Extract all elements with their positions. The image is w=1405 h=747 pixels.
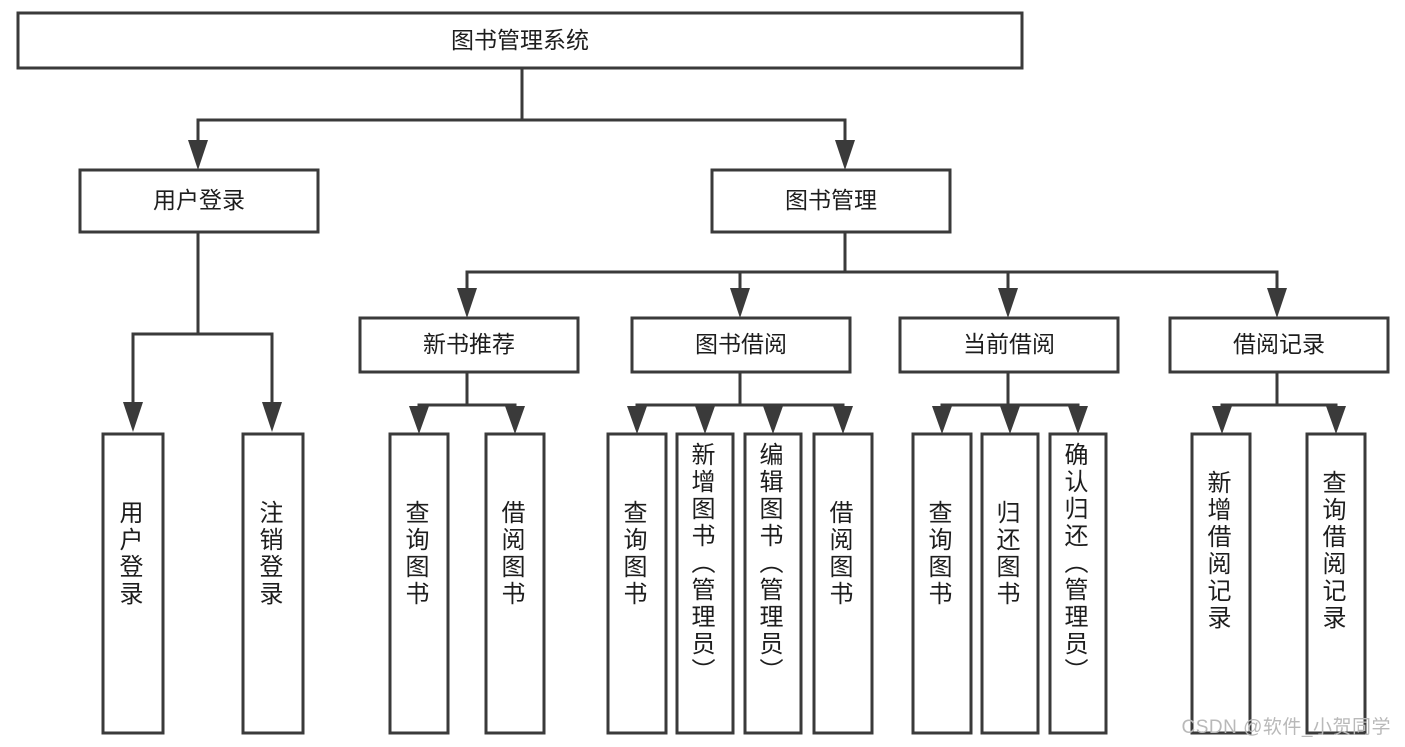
arrow-head-bb-leaf-4: [833, 406, 853, 434]
leaf-boxes-user-login: [101, 432, 305, 735]
leaf-boxes-borrow-record: [1190, 432, 1367, 735]
arrow-head-bb-leaf-1: [627, 406, 647, 434]
node-book-borrow[interactable]: 图书借阅: [630, 316, 852, 374]
node-new-book-recommend-box[interactable]: [358, 316, 580, 374]
node-borrow-record[interactable]: 借阅记录: [1168, 316, 1390, 374]
node-user-login-label: 用户登录: [153, 187, 245, 213]
node-new-book-recommend-label: 新书推荐: [423, 331, 515, 357]
connector-current-borrow-to-leaves: [932, 370, 1088, 434]
arrow-head-bb-leaf-2: [695, 406, 715, 434]
arrow-head-newbook-leaf-1: [409, 406, 429, 434]
node-root-system-label: 图书管理系统: [451, 27, 589, 53]
connector-new-book-to-leaves: [409, 370, 525, 434]
arrow-head-newbook-leaf-2: [505, 406, 525, 434]
connector-user-login-to-leaves: [123, 230, 282, 432]
leaf-box-br-query-record[interactable]: [1305, 432, 1367, 735]
arrow-head-book-borrow: [730, 288, 750, 318]
leaf-box-cb-query-book[interactable]: [911, 432, 973, 735]
watermark-text: CSDN @软件_小贺同学: [1181, 717, 1391, 738]
arrow-head-cb-leaf-3: [1068, 406, 1088, 434]
node-book-manage-box[interactable]: [710, 168, 952, 234]
node-root-system[interactable]: 图书管理系统: [16, 11, 1024, 70]
node-root-system-box[interactable]: [16, 11, 1024, 70]
leaf-box-nb-borrow-book[interactable]: [484, 432, 546, 735]
leaf-box-bb-add-book[interactable]: [675, 432, 735, 735]
node-borrow-record-box[interactable]: [1168, 316, 1390, 374]
node-current-borrow-box[interactable]: [898, 316, 1120, 374]
node-new-book-recommend[interactable]: 新书推荐: [358, 316, 580, 374]
leaf-boxes-new-book-recommend: [388, 432, 546, 735]
leaf-box-bb-edit-book[interactable]: [743, 432, 803, 735]
connector-book-manage-to-level3: [457, 230, 1287, 318]
leaf-boxes-book-borrow: [606, 432, 874, 735]
leaf-box-user-login[interactable]: [101, 432, 165, 735]
leaf-box-cb-confirm-return[interactable]: [1048, 432, 1108, 735]
connector-book-borrow-to-leaves: [627, 370, 853, 434]
node-book-borrow-box[interactable]: [630, 316, 852, 374]
arrow-head-book-manage: [835, 140, 855, 170]
arrow-head-borrow-record: [1267, 288, 1287, 318]
arrow-head-leaf-user-login: [123, 402, 143, 432]
node-book-manage[interactable]: 图书管理: [710, 168, 952, 234]
leaf-box-bb-borrow-book[interactable]: [812, 432, 874, 735]
arrow-head-leaf-logout: [262, 402, 282, 432]
arrow-head-cb-leaf-2: [1000, 406, 1020, 434]
leaf-boxes-current-borrow: [911, 432, 1108, 735]
arrow-head-user-login: [188, 140, 208, 170]
arrow-head-new-book: [457, 288, 477, 318]
node-current-borrow[interactable]: 当前借阅: [898, 316, 1120, 374]
arrow-head-br-leaf-2: [1326, 406, 1346, 434]
arrow-head-cb-leaf-1: [932, 406, 952, 434]
node-user-login[interactable]: 用户登录: [78, 168, 320, 234]
leaf-box-nb-query-book[interactable]: [388, 432, 450, 735]
node-current-borrow-label: 当前借阅: [963, 331, 1055, 357]
arrow-head-bb-leaf-3: [763, 406, 783, 434]
arrow-head-current-borrow: [998, 288, 1018, 318]
connector-root-to-level2: [188, 66, 855, 170]
leaf-box-br-add-record[interactable]: [1190, 432, 1252, 735]
node-user-login-box[interactable]: [78, 168, 320, 234]
node-book-borrow-label: 图书借阅: [695, 331, 787, 357]
node-book-manage-label: 图书管理: [785, 187, 877, 213]
connector-borrow-record-to-leaves: [1212, 370, 1346, 434]
leaf-box-logout[interactable]: [241, 432, 305, 735]
node-borrow-record-label: 借阅记录: [1233, 331, 1325, 357]
leaf-box-bb-query-book[interactable]: [606, 432, 668, 735]
arrow-head-br-leaf-1: [1212, 406, 1232, 434]
leaf-box-cb-return-book[interactable]: [980, 432, 1040, 735]
